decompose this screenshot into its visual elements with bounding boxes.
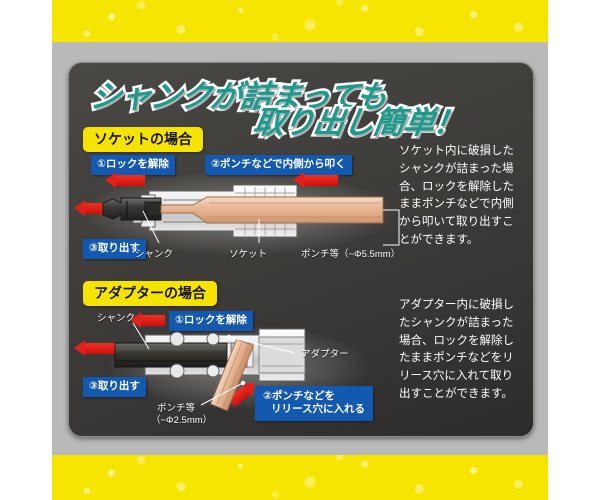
section-socket-description: ソケット内に破損したシャンクが詰まった場合、ロックを解除したままポンチなどで内側… (399, 145, 514, 247)
section-adapter-badge: アダプターの場合 (83, 281, 217, 306)
anno-punch-2a: ポンチ等 (157, 403, 196, 414)
section-adapter: アダプターの場合 アダプター内に破損したシャンクが詰まった場合、ロックを解除した… (69, 281, 533, 431)
anno-punch: ポンチ等（~Φ5.5mm） (301, 249, 401, 260)
step-3-adapter: ③取り出す (83, 377, 146, 398)
step-2-socket: ②ポンチなどで内側から叩く (205, 155, 352, 176)
section-socket-badge: ソケットの場合 (83, 127, 203, 152)
step-3-socket: ③取り出す (83, 239, 146, 260)
arrow-extract-adapter (74, 340, 115, 356)
arrow-strike-socket (293, 172, 338, 188)
adapter-cross-section-diagram (114, 322, 306, 411)
section-socket: ソケットの場合 ソケット内に破損したシャンクが詰まった場合、ロックを解除したまま… (69, 127, 533, 275)
anno-shank: シャンク (135, 249, 174, 260)
section-adapter-description: アダプター内に破損したシャンクが詰まった場合、ロックを解除したままポンチなどをリ… (399, 299, 514, 401)
step-2-adapter: ②ポンチなどを リリース穴に入れる (255, 386, 373, 422)
arrow-unlock-socket (105, 172, 145, 188)
anno-socket: ソケット (229, 249, 268, 260)
step-2-adapter-line1: ②ポンチなどを (263, 390, 335, 402)
arrow-unlock-adapter (130, 312, 165, 328)
anno-adapter: アダプター (301, 349, 349, 360)
instruction-card: シャンクが詰まっても 取り出し簡単！ ソケットの場合 ソケット内に破損したシャン… (68, 62, 534, 437)
headline: シャンクが詰まっても 取り出し簡単！ (69, 69, 533, 143)
step-1-socket: ①ロックを解除 (91, 155, 175, 176)
bottom-yellow-band (52, 455, 548, 500)
arrow-extract-socket (74, 200, 115, 216)
step-2-adapter-line2: リリース穴に入れる (271, 403, 365, 416)
top-yellow-band (52, 0, 548, 42)
socket-cross-section-diagram (102, 184, 400, 246)
anno-shank-2: シャンク (97, 313, 136, 324)
anno-punch-2b: （~Φ2.5mm） (151, 415, 213, 426)
step-1-adapter: ①ロックを解除 (169, 311, 253, 332)
